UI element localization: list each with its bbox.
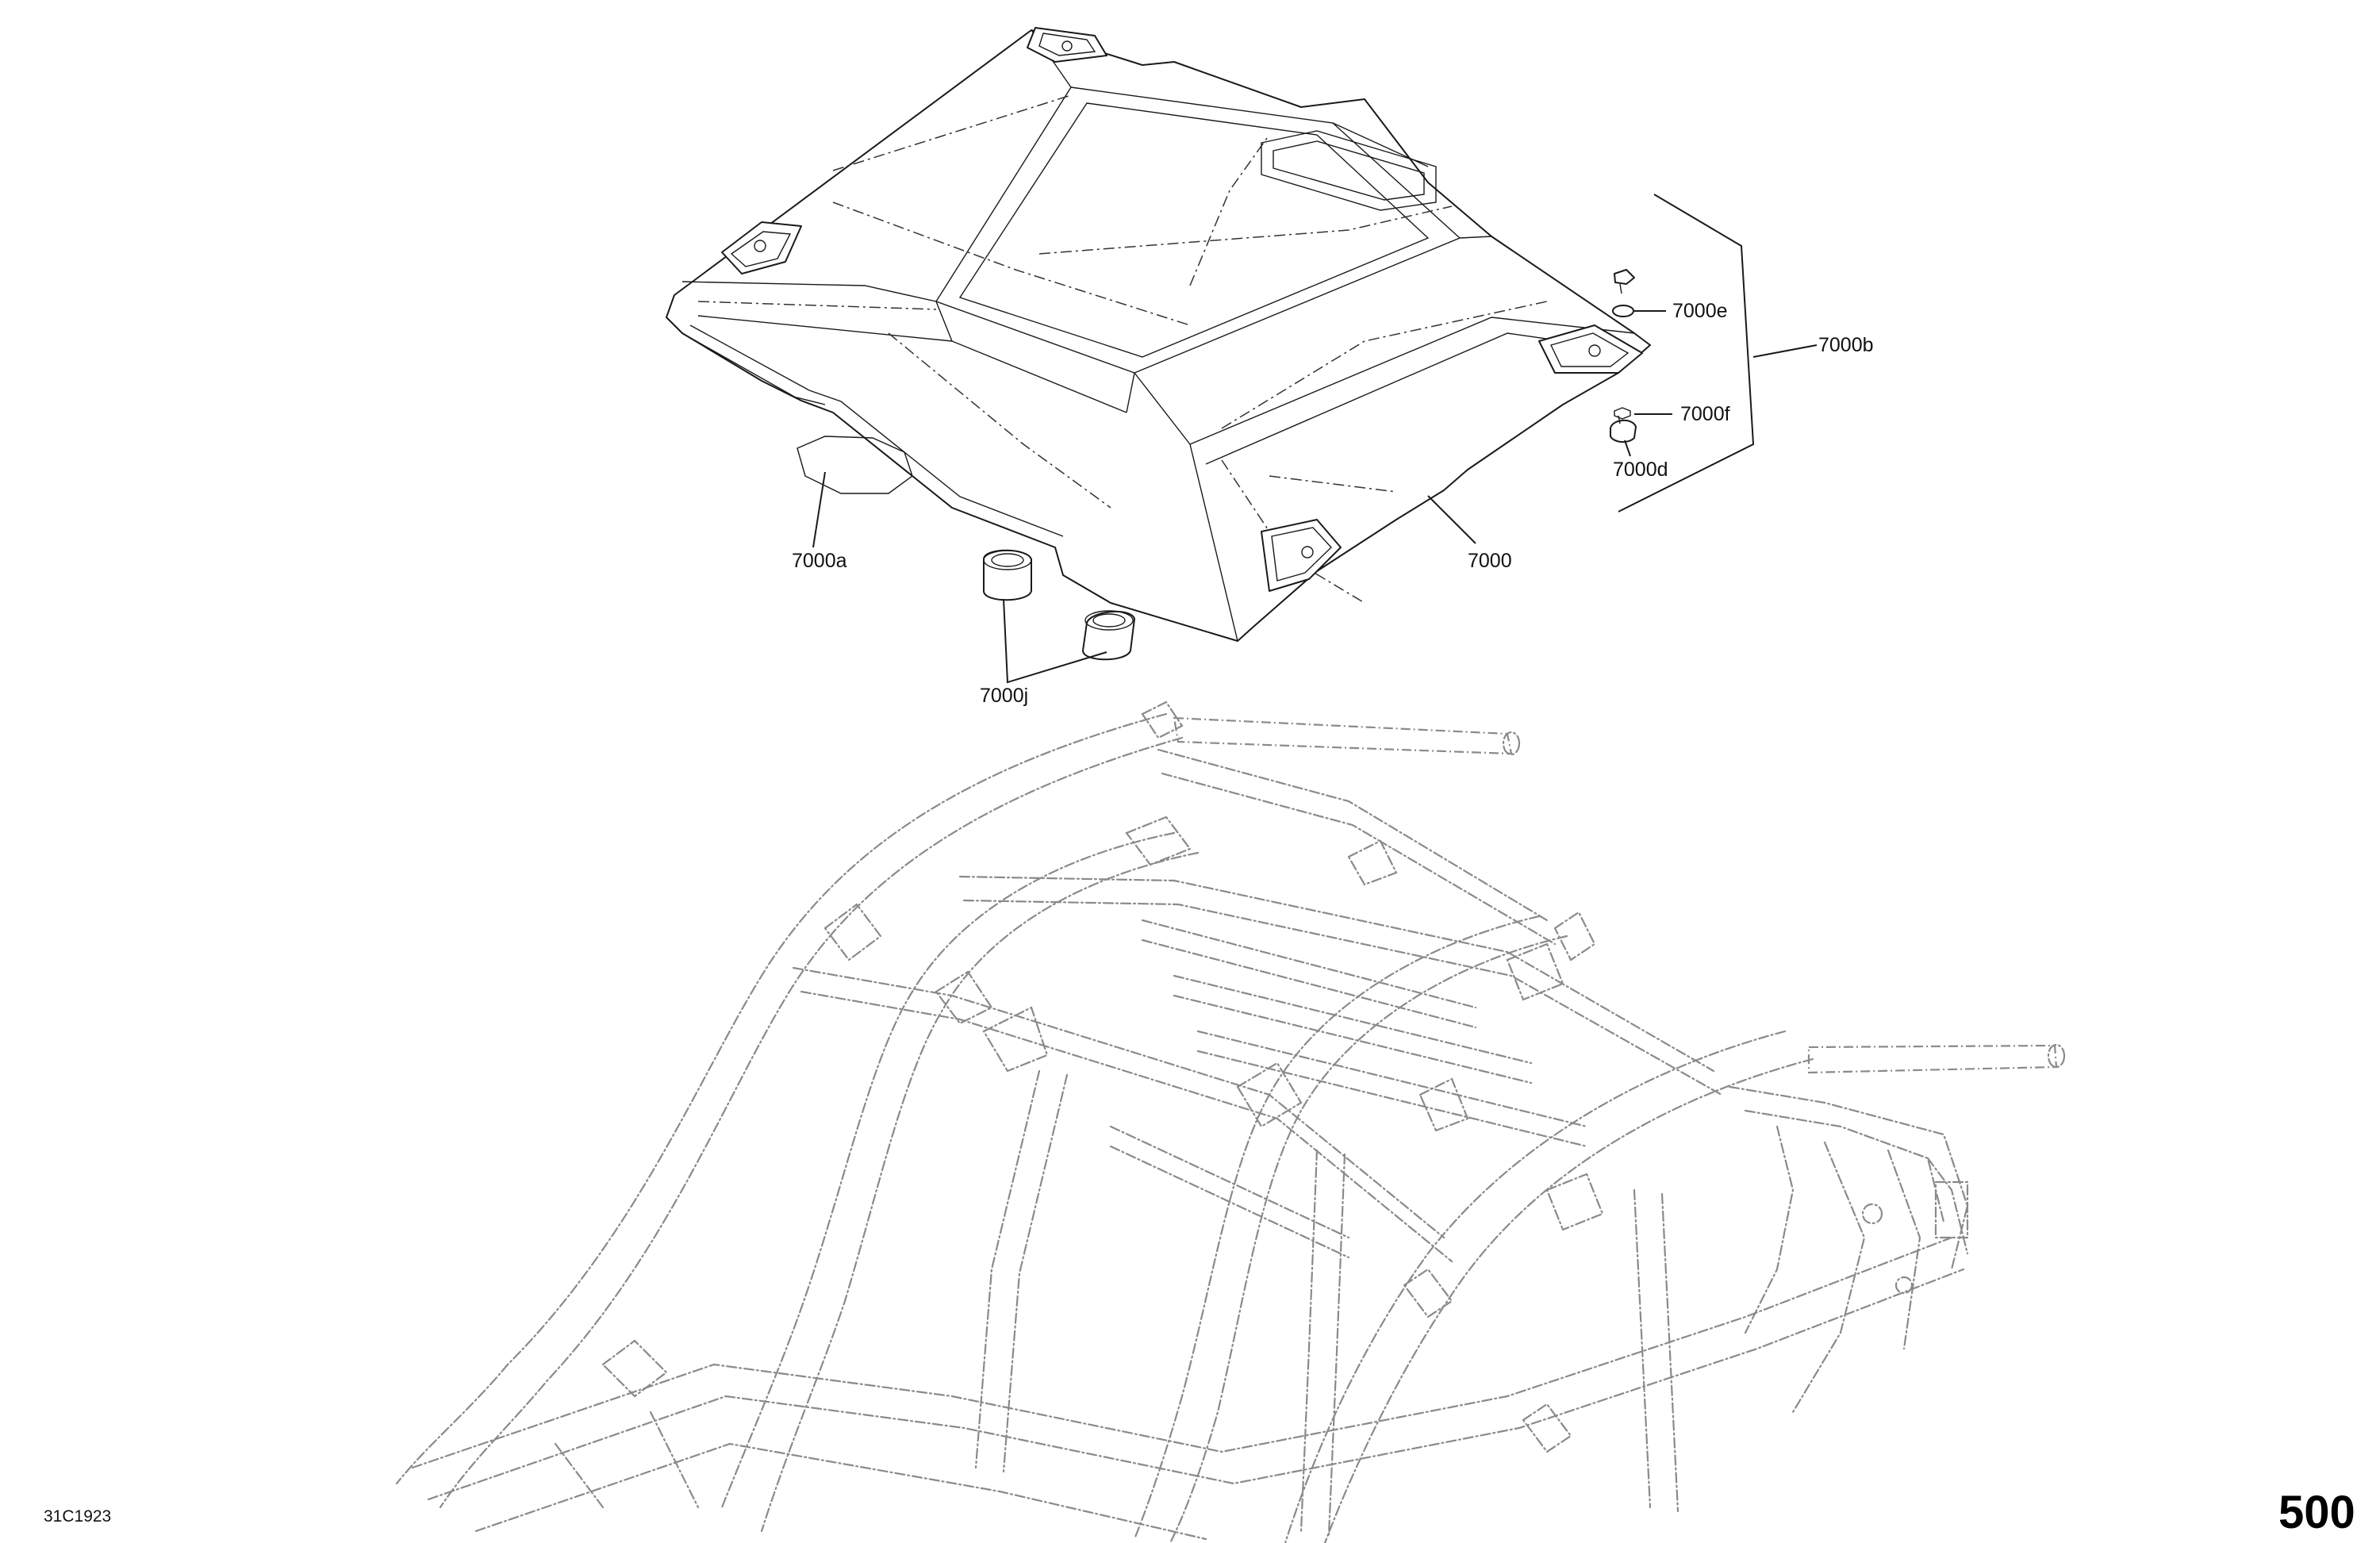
- nut-7000f: [1614, 407, 1631, 420]
- callout-7000e: 7000e: [1672, 300, 1728, 322]
- callout-7000f: 7000f: [1680, 403, 1730, 425]
- screw-7000d: [1614, 269, 1635, 294]
- roof-panel: [666, 27, 1651, 642]
- grommet-7000d: [1610, 420, 1637, 443]
- leader-lines: [812, 194, 1818, 684]
- seal-part-7000j-upper: [983, 549, 1032, 601]
- roll-cage-frame: [395, 700, 2066, 1543]
- page-number: 500: [2278, 1487, 2355, 1538]
- decal-part-7000a: [797, 436, 913, 494]
- drawing-code: 31C1923: [44, 1507, 111, 1526]
- callout-7000b: 7000b: [1818, 334, 1874, 356]
- callout-7000d: 7000d: [1613, 459, 1668, 481]
- callout-7000a: 7000a: [792, 550, 847, 572]
- seal-part-7000j-lower: [1082, 610, 1135, 661]
- callout-7000j: 7000j: [980, 685, 1028, 707]
- callout-7000: 7000: [1468, 550, 1512, 572]
- washer-7000e: [1612, 305, 1634, 317]
